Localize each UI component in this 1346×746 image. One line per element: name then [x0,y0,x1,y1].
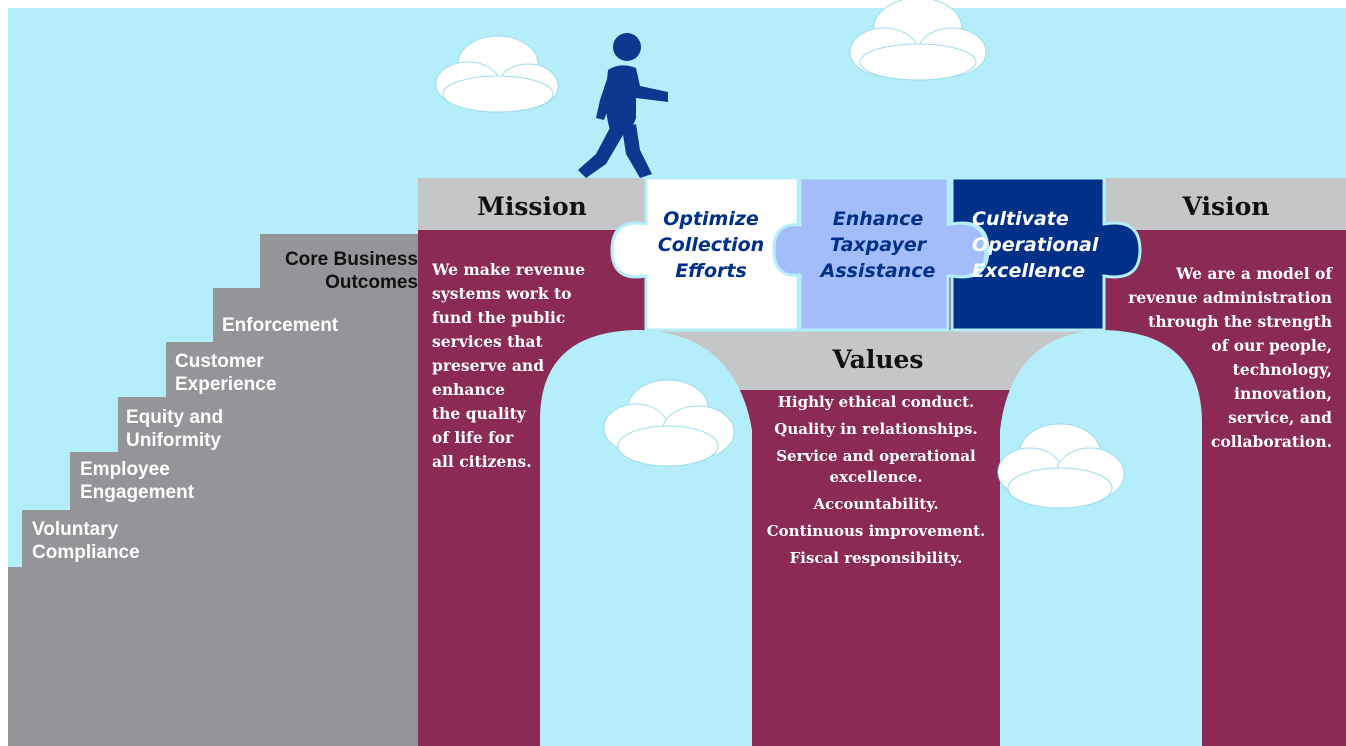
vision-line: We are a model of [1175,264,1332,283]
goal-line: Enhance [832,208,924,230]
vision-heading: Vision [1182,192,1270,221]
value-item: Highly ethical conduct. [777,393,975,411]
step-line: Voluntary [32,519,119,540]
vision-line: technology, [1232,360,1332,379]
cloud-icon [997,423,1125,509]
step-line: Experience [175,374,277,395]
step-line: Customer [175,351,264,372]
goal-line: Optimize [663,208,759,230]
goal-cultivate-operational-excellence: Cultivate Operational Excellence [972,206,1140,284]
cloud-icon [849,0,987,81]
vision-line: of our people, [1211,336,1332,355]
goal-line: Collection [657,234,765,256]
goal-piece-2-shape [772,176,988,332]
step-label-customer-experience: Customer Experience [175,350,276,396]
mission-line: systems work to [432,284,572,303]
mission-heading: Mission [477,192,587,221]
goal-enhance-taxpayer-assistance: Enhance Taxpayer Assistance [800,206,956,284]
value-item: Quality in relationships. [774,420,978,438]
step-label-equity-uniformity: Equity and Uniformity [126,406,223,452]
vision-line: through the strength [1148,312,1332,331]
values-list: Highly ethical conduct. Quality in relat… [752,392,1000,575]
vision-line: revenue administration [1128,288,1332,307]
vision-statement: We are a model of revenue administration… [1110,262,1332,454]
step-line: Uniformity [126,430,221,451]
mission-line: the quality [432,404,526,423]
step-label-employee-engagement: Employee Engagement [80,458,194,504]
goal-line: Taxpayer [829,234,927,256]
step-label-voluntary-compliance: Voluntary Compliance [32,518,140,564]
mission-line: enhance [432,380,506,399]
step-label-core-business-outcomes: Core Business Outcomes [262,248,418,294]
mission-line: preserve and [432,356,545,375]
step-line: Enforcement [222,315,339,336]
vision-line: collaboration. [1210,432,1332,451]
step-line: Compliance [32,542,140,563]
cloud-icon [603,379,735,467]
goal-line: Operational [972,234,1099,256]
goal-line: Excellence [972,260,1085,282]
cloud-icon [435,35,559,113]
mission-line: of life for [432,428,514,447]
mission-line: fund the public [432,308,566,327]
mission-line: services that [432,332,543,351]
goal-piece-3-shape [950,176,1142,332]
step-line: Core Business [284,249,418,270]
mission-line: We make revenue [432,260,586,279]
values-heading: Values [832,345,924,374]
mission-statement: We make revenue systems work to fund the… [432,258,585,474]
step-line: Equity and [126,407,224,428]
vision-line: service, and [1228,408,1332,427]
step-line: Employee [80,459,170,480]
value-item: Accountability. [813,495,939,513]
vision-line: innovation, [1234,384,1332,403]
staircase [8,234,428,746]
mission-header-band [418,178,646,230]
goal-line: Assistance [820,260,936,282]
vision-header-band [1106,178,1346,230]
values-header-band-lower [728,382,1028,390]
goal-line: Efforts [675,260,747,282]
step-line: Engagement [80,482,195,503]
mission-line: all citizens. [432,452,532,471]
step-line: Outcomes [325,272,418,293]
walking-person-icon [578,33,668,178]
goal-optimize-collection-efforts: Optimize Collection Efforts [636,206,786,284]
value-item: Service and operational excellence. [776,447,976,486]
value-item: Fiscal responsibility. [789,549,963,567]
goal-line: Cultivate [972,208,1069,230]
value-item: Continuous improvement. [766,522,986,540]
step-label-enforcement: Enforcement [222,314,338,337]
